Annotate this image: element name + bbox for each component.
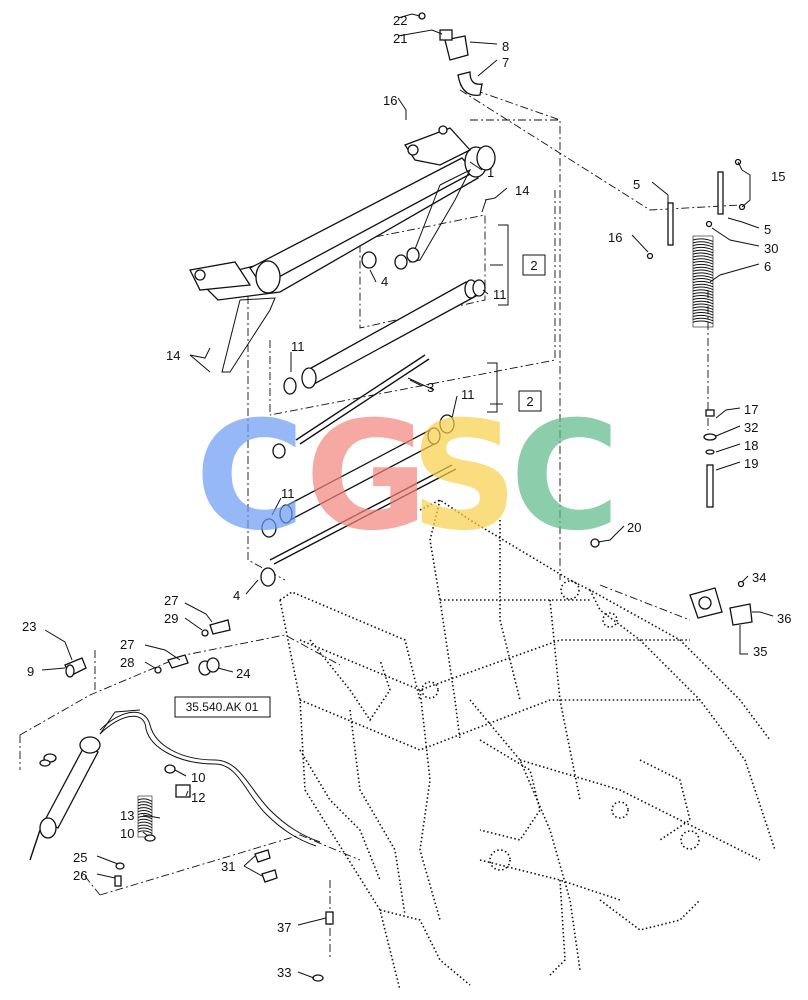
hydraulic-cylinder-assembly [29, 711, 321, 861]
callout-c27a: 27 [164, 593, 178, 608]
callout-c14b: 14 [166, 348, 180, 363]
callout-c5a: 5 [633, 177, 640, 192]
callout-c11b: 11 [291, 339, 305, 354]
callout-c11d: 11 [281, 486, 295, 501]
callout-c19: 19 [744, 456, 758, 471]
callout-c10b: 10 [120, 826, 134, 841]
callout-c8: 8 [502, 39, 509, 54]
boxed-ref-label: 2 [530, 258, 537, 273]
lower-roller [261, 414, 455, 538]
callout-c18: 18 [744, 438, 758, 453]
callout-c29: 29 [164, 611, 178, 626]
callout-c30: 30 [764, 241, 778, 256]
callout-c21: 21 [393, 31, 407, 46]
callout-c11c: 11 [461, 387, 475, 402]
callout-c26: 26 [73, 868, 87, 883]
boxed-ref-2-upper: 2 [522, 254, 546, 276]
callout-c27b: 27 [120, 637, 134, 652]
callout-c6: 6 [764, 259, 771, 274]
small-hardware [64, 538, 600, 982]
cross-reference-label: 35.540.AK 01 [186, 700, 259, 714]
callout-c16a: 16 [383, 93, 397, 108]
shafts-part-3 [260, 354, 457, 587]
callout-c7: 7 [502, 55, 509, 70]
callout-c25: 25 [73, 850, 87, 865]
callout-c28: 28 [120, 655, 134, 670]
callout-c4b: 4 [233, 588, 240, 603]
callout-c35: 35 [753, 644, 767, 659]
cross-reference-35-540[interactable]: 35.540.AK 01 [174, 696, 271, 718]
leader-lines [41, 13, 774, 979]
callout-c11a: 11 [493, 287, 507, 302]
callout-c20: 20 [627, 520, 641, 535]
spring-assembly [646, 158, 746, 508]
callout-c3: 3 [427, 380, 434, 395]
callout-c34: 34 [752, 570, 766, 585]
upper-roller [283, 279, 486, 395]
callout-c37: 37 [277, 920, 291, 935]
callout-c9: 9 [27, 664, 34, 679]
cgsc-watermark: C G S C [195, 390, 620, 564]
pivot-arm-part-1 [189, 125, 496, 373]
callout-c5b: 5 [764, 222, 771, 237]
callout-c13: 13 [120, 808, 134, 823]
callout-c36: 36 [777, 611, 791, 626]
boxed-ref-2-lower: 2 [518, 390, 542, 412]
callout-c12: 12 [191, 790, 205, 805]
callout-c17: 17 [744, 402, 758, 417]
watermark-letter-3: S [410, 390, 518, 564]
callout-c14a: 14 [515, 183, 529, 198]
right-pivot-bracket [689, 580, 753, 626]
group-brackets [487, 224, 509, 413]
callout-c15: 15 [771, 169, 785, 184]
callout-c22: 22 [393, 13, 407, 28]
callout-c31: 31 [221, 859, 235, 874]
callout-c1: 1 [487, 165, 494, 180]
bracket-parts-7-8 [418, 12, 483, 96]
callout-c10a: 10 [191, 770, 205, 785]
callout-c23: 23 [22, 619, 36, 634]
callout-c32: 32 [744, 420, 758, 435]
boxed-ref-label: 2 [526, 394, 533, 409]
main-frame [279, 499, 776, 991]
small-bushings-part-4 [361, 247, 420, 270]
callout-c24: 24 [236, 666, 250, 681]
callout-c4a: 4 [381, 274, 388, 289]
watermark-letter-4: C [510, 390, 620, 564]
watermark-letter-2: G [305, 390, 428, 564]
watermark-letter-1: C [195, 390, 305, 564]
callout-c33: 33 [277, 965, 291, 980]
callout-c16b: 16 [608, 230, 622, 245]
